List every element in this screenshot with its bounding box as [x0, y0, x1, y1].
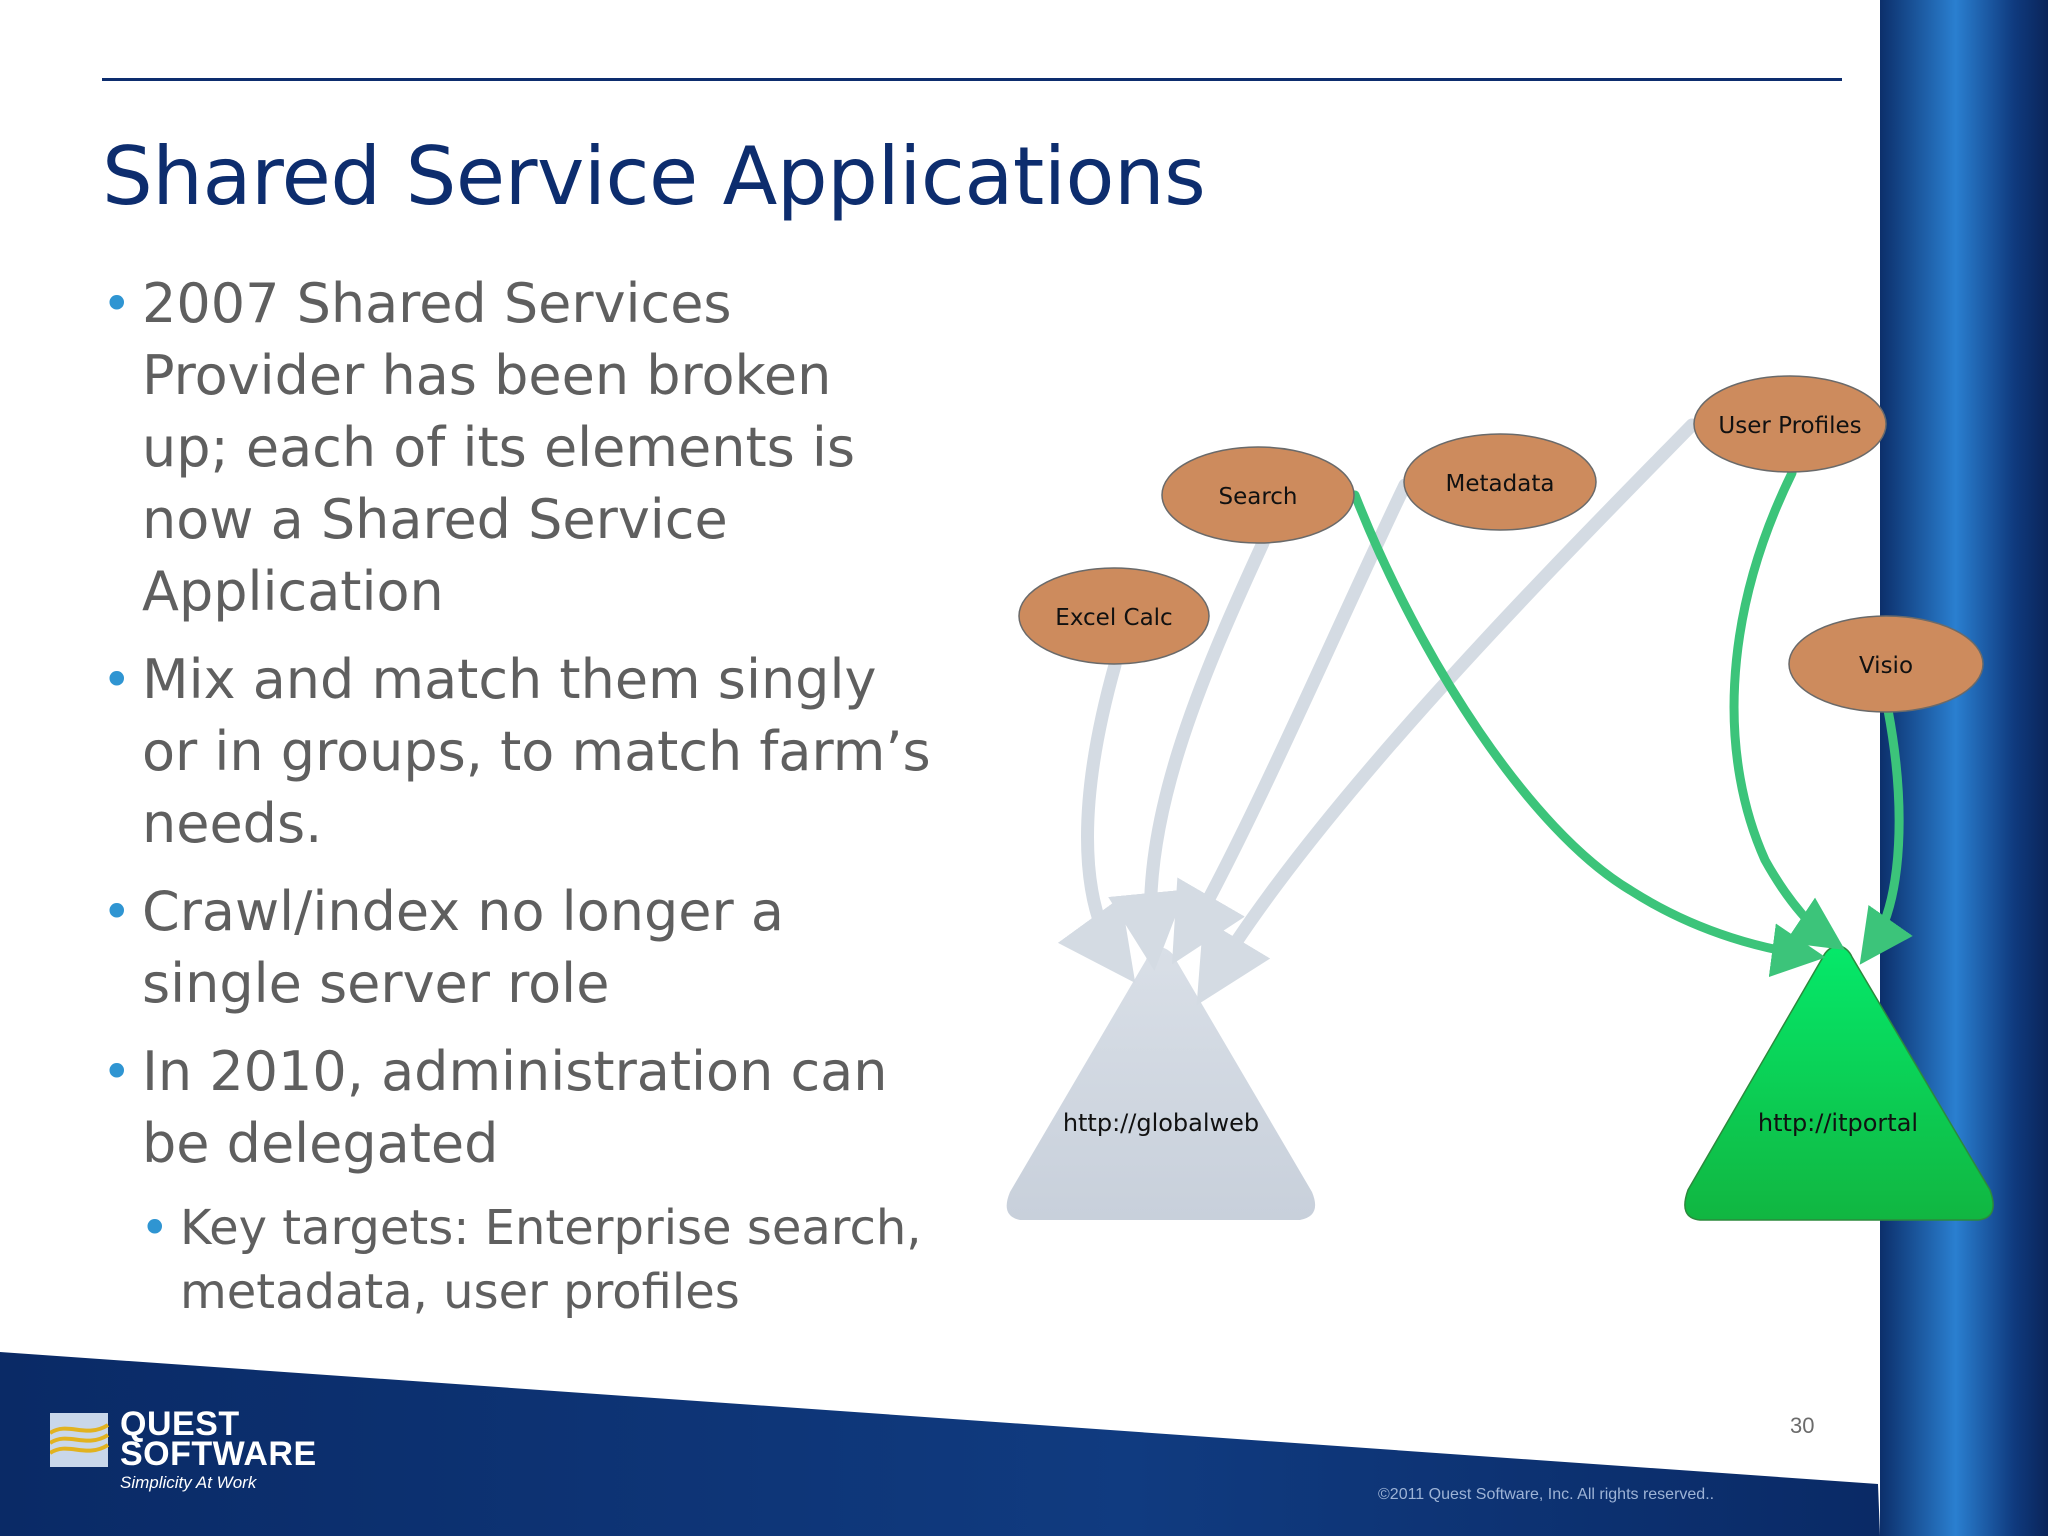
node-user-profiles: User Profiles	[1693, 375, 1887, 473]
site-globalweb-label: http://globalweb	[1063, 1109, 1259, 1137]
logo-word-software: SOFTWARE	[120, 1435, 317, 1473]
copyright-notice: ©2011 Quest Software, Inc. All rights re…	[1378, 1486, 1715, 1503]
node-search: Search	[1161, 446, 1355, 544]
node-visio-ellipse	[1788, 615, 1984, 713]
arrow-visio-itportal	[1859, 705, 1913, 965]
site-itportal-label: http://itportal	[1758, 1109, 1918, 1137]
arrow-search-itportal	[1350, 490, 1826, 978]
arrow-search-globalweb	[1108, 536, 1270, 971]
bullet-item: Crawl/index no longer a single server ro…	[102, 876, 932, 1020]
arrow-userprofiles-globalweb	[1196, 418, 1699, 1006]
node-search-ellipse	[1161, 446, 1355, 544]
node-visio-label: Visio	[1859, 653, 1913, 679]
bullet-list: 2007 Shared Services Provider has been b…	[102, 268, 932, 1340]
node-excel-calc: Excel Calc	[1018, 567, 1210, 665]
node-user-profiles-ellipse	[1693, 375, 1887, 473]
title-rule	[102, 78, 1842, 81]
page-number: 30	[1790, 1413, 1815, 1438]
arrow-metadata-globalweb	[1171, 478, 1412, 965]
sub-bullet-item: Key targets: Enterprise search, metadata…	[140, 1196, 932, 1324]
bullet-item: In 2010, administration can be delegated	[102, 1036, 932, 1180]
node-search-label: Search	[1218, 484, 1297, 510]
right-blue-panel	[1880, 0, 2048, 1536]
arrow-excelcalc-globalweb	[1057, 658, 1136, 984]
node-metadata: Metadata	[1403, 433, 1597, 531]
node-metadata-ellipse	[1403, 433, 1597, 531]
node-user-profiles-label: User Profiles	[1718, 413, 1861, 439]
arrow-userprofiles-itportal	[1729, 468, 1845, 950]
logo-word-quest: QUEST	[120, 1405, 240, 1443]
node-metadata-label: Metadata	[1446, 471, 1555, 497]
site-globalweb-shape	[1006, 947, 1316, 1220]
node-visio: Visio	[1788, 615, 1984, 713]
bottom-blue-band	[0, 1352, 1880, 1536]
slide-title: Shared Service Applications	[102, 130, 1206, 223]
quest-logo-mark-icon	[50, 1413, 110, 1467]
site-itportal-shape	[1684, 944, 1994, 1221]
logo-tagline: Simplicity At Work	[120, 1473, 257, 1492]
bullet-item: 2007 Shared Services Provider has been b…	[102, 268, 932, 628]
node-excel-calc-ellipse	[1018, 567, 1210, 665]
node-excel-calc-label: Excel Calc	[1055, 605, 1172, 631]
bullet-item: Mix and match them singly or in groups, …	[102, 644, 932, 860]
quest-software-logo: QUEST SOFTWARE Simplicity At Work	[50, 1405, 370, 1505]
